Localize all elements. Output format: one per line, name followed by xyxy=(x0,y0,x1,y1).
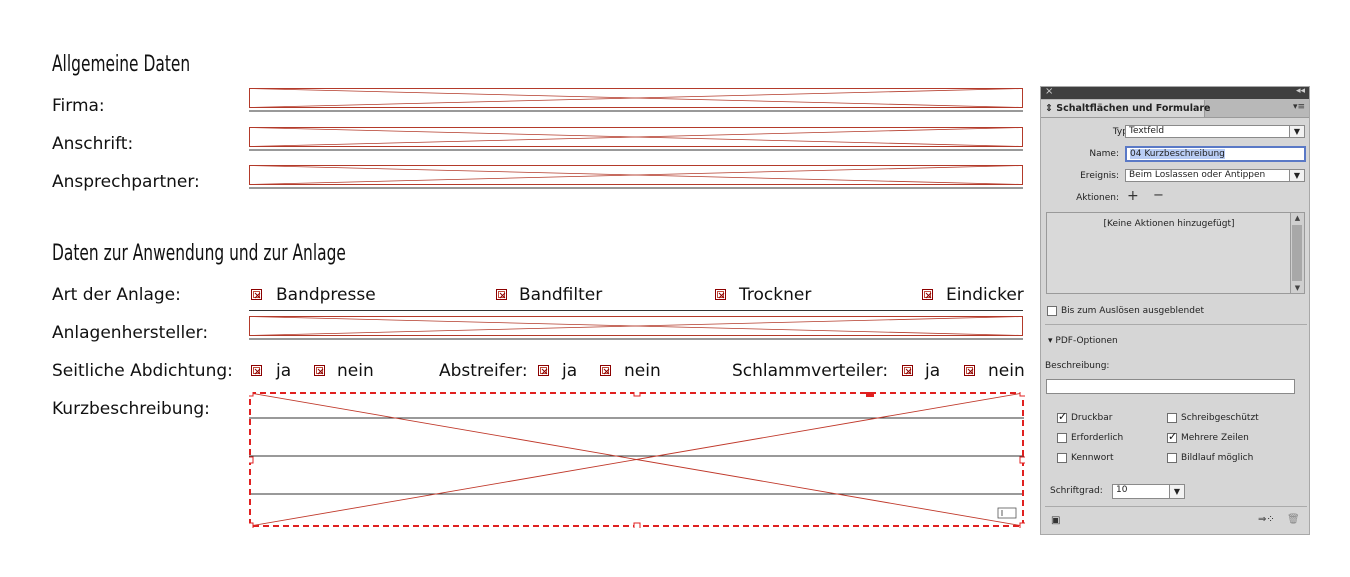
option-abstreifer-nein: nein xyxy=(624,361,661,381)
checkbox-schlamm-ja[interactable] xyxy=(902,365,913,376)
field-anlagenhersteller[interactable] xyxy=(249,316,1023,340)
field-kurzbeschreibung-selected[interactable] xyxy=(249,392,1025,528)
checkbox-bandfilter[interactable] xyxy=(496,289,507,300)
name-label: Name: xyxy=(1089,149,1119,159)
checkbox-bandpresse[interactable] xyxy=(251,289,262,300)
preview-icon[interactable]: ▣ xyxy=(1051,515,1061,526)
field-ansprechpartner[interactable] xyxy=(249,165,1023,189)
beschreibung-label: Beschreibung: xyxy=(1045,361,1110,371)
field-firma[interactable] xyxy=(249,88,1023,112)
add-action-button[interactable]: + xyxy=(1127,188,1139,204)
schriftgrad-select[interactable]: 10 ▼ xyxy=(1112,484,1185,499)
checkbox-abstreifer-ja[interactable] xyxy=(538,365,549,376)
typ-label: Typ: xyxy=(1112,127,1131,137)
druckbar-label: Druckbar xyxy=(1071,413,1113,423)
scroll-up-icon[interactable]: ▲ xyxy=(1294,214,1301,222)
name-input[interactable]: 04 Kurzbeschreibung xyxy=(1125,146,1306,162)
label-kurzbeschreibung: Kurzbeschreibung: xyxy=(52,399,210,419)
ereignis-label: Ereignis: xyxy=(1080,171,1119,181)
option-schlamm-nein: nein xyxy=(988,361,1025,381)
label-anlagenhersteller: Anlagenhersteller: xyxy=(52,323,209,343)
label-anschrift: Anschrift: xyxy=(52,134,134,154)
scroll-thumb[interactable] xyxy=(1292,225,1302,281)
checkbox-abdichtung-ja[interactable] xyxy=(251,365,262,376)
triangle-down-icon: ▾ xyxy=(1048,336,1053,346)
bildlauf-checkbox[interactable] xyxy=(1167,453,1177,463)
label-firma: Firma: xyxy=(52,96,105,116)
ereignis-select[interactable]: Beim Loslassen oder Antippen ▼ xyxy=(1125,169,1305,182)
scroll-down-icon[interactable]: ▼ xyxy=(1294,284,1301,292)
checkmark-icon: ✓ xyxy=(1058,410,1068,423)
typ-value: Textfeld xyxy=(1129,126,1165,136)
tab-schaltflaechen-und-formulare[interactable]: ⇕ Schaltflächen und Formulare xyxy=(1041,100,1211,117)
option-trockner: Trockner xyxy=(739,285,812,305)
checkmark-icon: ✓ xyxy=(1168,430,1178,443)
checkbox-eindicker[interactable] xyxy=(922,289,933,300)
option-abstreifer-ja: ja xyxy=(562,361,578,381)
bildlauf-label: Bildlauf möglich xyxy=(1181,453,1254,463)
ereignis-value: Beim Loslassen oder Antippen xyxy=(1129,170,1266,180)
schriftgrad-value: 10 xyxy=(1116,485,1128,495)
aktionen-label: Aktionen: xyxy=(1076,193,1119,203)
druckbar-checkbox[interactable]: ✓ xyxy=(1057,410,1068,423)
schreibgeschuetzt-checkbox[interactable] xyxy=(1167,413,1177,423)
actions-list[interactable]: [Keine Aktionen hinzugefügt] ▲ ▼ xyxy=(1046,212,1305,294)
divider xyxy=(1045,324,1307,325)
mehrere-zeilen-label: Mehrere Zeilen xyxy=(1181,433,1249,443)
erforderlich-checkbox[interactable] xyxy=(1057,433,1067,443)
label-seitliche-abdichtung: Seitliche Abdichtung: xyxy=(52,361,233,381)
name-value: 04 Kurzbeschreibung xyxy=(1130,149,1225,159)
panel-tab-bar: ⇕ Schaltflächen und Formulare xyxy=(1041,99,1309,118)
trash-icon[interactable]: 🗑 xyxy=(1287,514,1300,525)
hidden-until-triggered-checkbox[interactable] xyxy=(1047,306,1057,316)
pdf-options-toggle[interactable]: ▾ PDF-Optionen xyxy=(1048,336,1118,346)
option-bandfilter: Bandfilter xyxy=(519,285,603,305)
underline-art xyxy=(249,310,1023,311)
typ-select[interactable]: Textfeld ▼ xyxy=(1125,125,1305,138)
collapse-icon[interactable]: ◂◂ xyxy=(1295,86,1305,96)
schreibgeschuetzt-label: Schreibgeschützt xyxy=(1181,413,1259,423)
schriftgrad-label: Schriftgrad: xyxy=(1050,486,1103,496)
actions-scrollbar[interactable]: ▲ ▼ xyxy=(1290,213,1304,293)
panel-menu-icon[interactable]: ▾≡ xyxy=(1292,102,1305,112)
erforderlich-label: Erforderlich xyxy=(1071,433,1124,443)
label-ansprechpartner: Ansprechpartner: xyxy=(52,172,200,192)
label-abstreifer: Abstreifer: xyxy=(439,361,528,381)
checkbox-abstreifer-nein[interactable] xyxy=(600,365,611,376)
hidden-until-triggered-label: Bis zum Auslösen ausgeblendet xyxy=(1061,306,1205,316)
label-art-der-anlage: Art der Anlage: xyxy=(52,285,181,305)
option-eindicker: Eindicker xyxy=(946,285,1024,305)
pdf-options-label: PDF-Optionen xyxy=(1055,336,1118,346)
section-title-allgemeine-daten: Allgemeine Daten xyxy=(52,52,191,77)
chevron-down-icon: ▼ xyxy=(1289,126,1304,137)
field-anschrift[interactable] xyxy=(249,127,1023,151)
checkbox-trockner[interactable] xyxy=(715,289,726,300)
beschreibung-input[interactable] xyxy=(1046,379,1295,394)
tab-arrows-icon: ⇕ xyxy=(1045,103,1053,114)
checkbox-schlamm-nein[interactable] xyxy=(964,365,975,376)
tab-title: Schaltflächen und Formulare xyxy=(1056,103,1211,114)
checkbox-abdichtung-nein[interactable] xyxy=(314,365,325,376)
option-abdichtung-nein: nein xyxy=(337,361,374,381)
section-title-daten-anwendung: Daten zur Anwendung und zur Anlage xyxy=(52,241,346,266)
chevron-down-icon: ▼ xyxy=(1289,170,1304,181)
chevron-down-icon: ▼ xyxy=(1169,485,1184,498)
close-icon[interactable]: × xyxy=(1045,86,1054,97)
kennwort-checkbox[interactable] xyxy=(1057,453,1067,463)
mehrere-zeilen-checkbox[interactable]: ✓ xyxy=(1167,430,1178,443)
remove-action-button[interactable]: − xyxy=(1153,188,1164,203)
convert-to-button-icon[interactable]: ⇒⁘ xyxy=(1258,514,1275,525)
option-schlamm-ja: ja xyxy=(925,361,941,381)
option-abdichtung-ja: ja xyxy=(276,361,292,381)
panel-titlebar[interactable]: × ◂◂ xyxy=(1041,86,1309,99)
actions-empty-text: [Keine Aktionen hinzugefügt] xyxy=(1103,219,1235,229)
divider xyxy=(1045,506,1307,507)
kennwort-label: Kennwort xyxy=(1071,453,1114,463)
buttons-and-forms-panel: × ◂◂ ⇕ Schaltflächen und Formulare ▾≡ Ty… xyxy=(1040,86,1310,535)
label-schlammverteiler: Schlammverteiler: xyxy=(732,361,889,381)
option-bandpresse: Bandpresse xyxy=(276,285,376,305)
